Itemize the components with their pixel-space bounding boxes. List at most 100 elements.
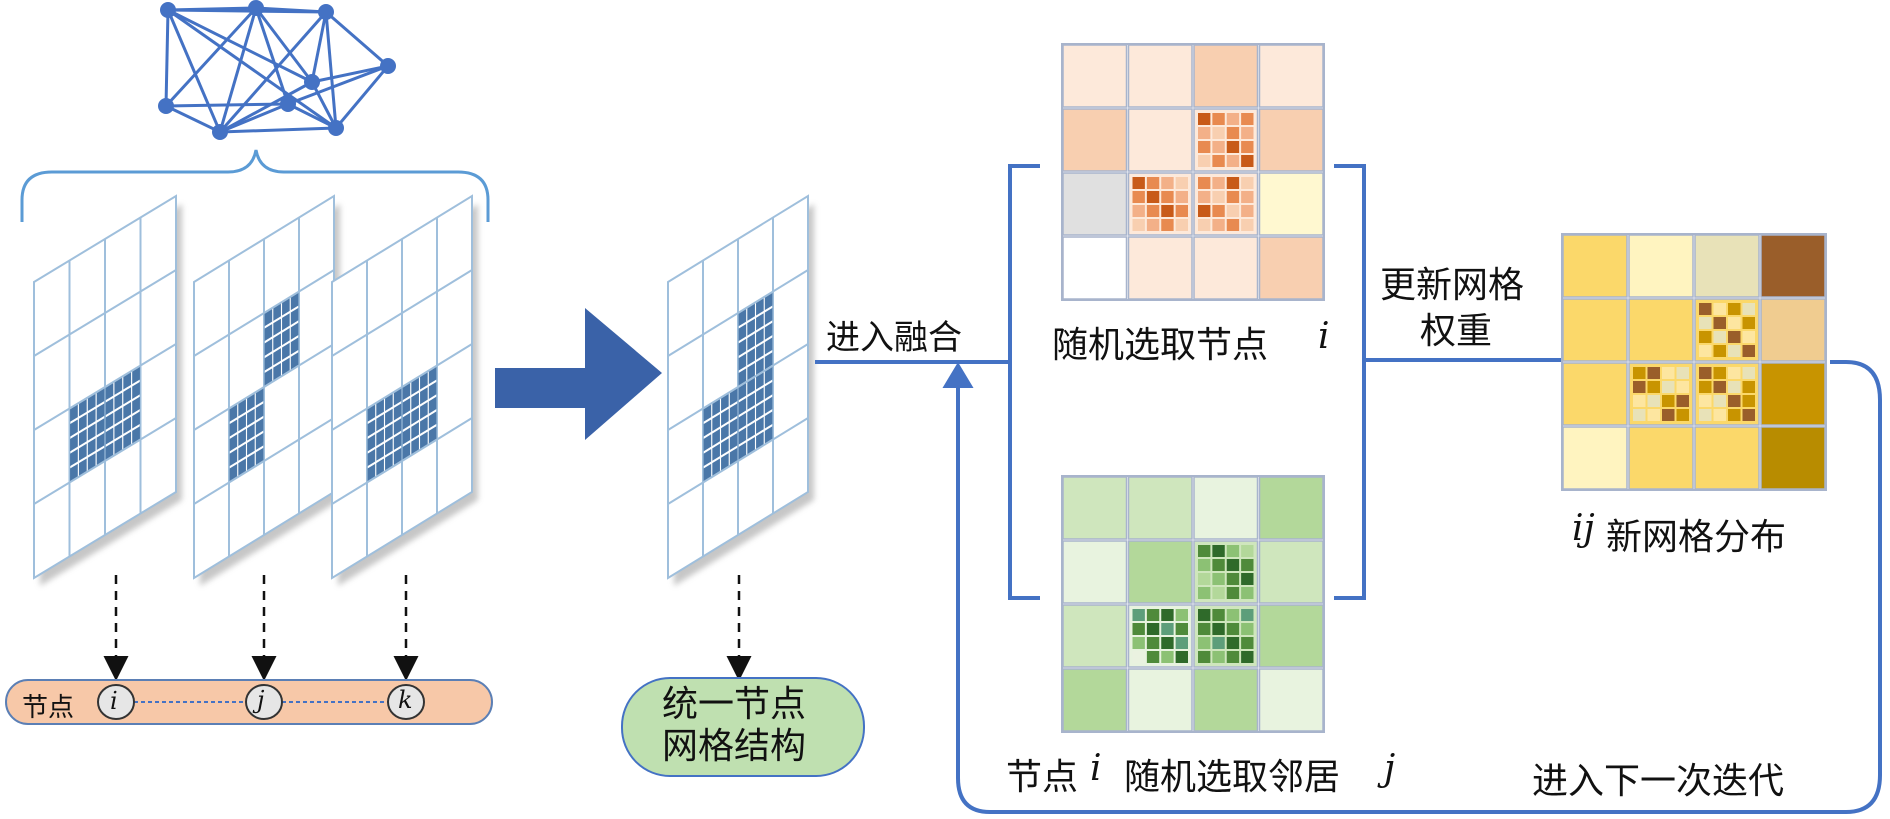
grid-cell — [764, 396, 773, 414]
heatmap-subcell — [1241, 177, 1254, 189]
heatmap-subcell — [1212, 651, 1225, 663]
heatmap-subcell — [1713, 303, 1726, 315]
heatmap-subcell — [1212, 205, 1225, 217]
heatmap-subcell — [1647, 395, 1660, 407]
grid-cell — [247, 453, 255, 471]
grid-cell — [96, 403, 105, 421]
grid-cell — [229, 419, 238, 437]
grid-cell — [78, 428, 87, 446]
grid-cell — [70, 419, 78, 437]
heatmap-subcell — [1161, 609, 1174, 621]
heatmap-cell — [1193, 44, 1259, 108]
heatmap-subcell — [1175, 177, 1188, 189]
heatmap-cell — [1062, 236, 1128, 300]
network-edge — [311, 64, 389, 84]
grid-cell — [123, 431, 132, 449]
heatmap-cell — [1628, 426, 1694, 490]
heatmap-cell — [1562, 234, 1628, 298]
heatmap-subcell — [1728, 367, 1741, 379]
heatmap-subcell — [1198, 637, 1211, 649]
grid-line — [667, 343, 809, 431]
curly-brace — [20, 149, 490, 222]
heatmap-subcell — [1742, 331, 1755, 343]
heatmap-subcell — [1146, 219, 1160, 231]
grid-cell — [290, 293, 299, 311]
heatmap-cell — [1062, 44, 1128, 108]
heatmap-subcell — [1226, 219, 1240, 231]
network-edge — [219, 102, 289, 134]
heatmap-subcell — [1241, 609, 1254, 621]
grid-cell — [721, 393, 729, 412]
heatmap-subcell — [1662, 367, 1675, 379]
heatmap-subcell — [1699, 409, 1712, 421]
heatmap-subcell — [1241, 587, 1254, 599]
grid-cell — [367, 463, 376, 481]
grid-cell — [402, 383, 411, 401]
grid-cell — [721, 408, 729, 426]
heatmap-subcell — [1226, 141, 1240, 153]
grid-cell — [87, 423, 96, 441]
heatmap-subcell — [1728, 395, 1741, 407]
heatmap-subcell — [1132, 177, 1145, 189]
heatmap-subcell — [1633, 367, 1646, 379]
heatmap-subcell — [1699, 367, 1712, 379]
grid-cell — [393, 403, 402, 421]
grid-cell — [703, 463, 712, 481]
heatmap-cell — [1062, 540, 1128, 604]
grid-cell — [756, 357, 764, 375]
grid-cell — [428, 426, 437, 444]
grid-line — [33, 343, 177, 431]
grid-cell — [290, 352, 299, 370]
network-edge — [324, 11, 338, 129]
grid-cell — [376, 443, 384, 461]
heatmap-subcell — [1198, 177, 1211, 189]
heatmap-subcell — [1132, 651, 1145, 663]
heatmap-subcell — [1226, 545, 1240, 557]
heatmap-subcell — [1212, 545, 1225, 557]
network-edge — [219, 126, 337, 134]
heatmap-subcell — [1241, 191, 1254, 203]
grid-cell — [747, 436, 755, 455]
grid-cell — [428, 411, 437, 429]
grid-cell — [96, 432, 105, 451]
heatmap-cell — [1062, 476, 1128, 540]
heatmap-subcell — [1728, 381, 1741, 393]
heatmap-cell — [1193, 668, 1259, 732]
grid-cell — [411, 436, 419, 455]
grid-cell — [747, 348, 755, 366]
grid-cell — [703, 419, 712, 437]
network-edge — [165, 102, 289, 108]
node-i-label: i — [110, 687, 118, 715]
grid-line — [667, 417, 809, 505]
grid-cell — [764, 352, 773, 370]
grid-cell — [367, 449, 376, 467]
heatmap-subcell — [1146, 623, 1160, 635]
grid-cell — [738, 353, 747, 371]
grid-cell — [385, 423, 393, 441]
grid-cell — [729, 418, 738, 436]
grid-cell — [738, 338, 747, 356]
grid-cell — [132, 381, 140, 399]
heatmap-cell — [1694, 426, 1760, 490]
grid-cell — [105, 412, 114, 430]
heatmap-subcell — [1132, 219, 1145, 231]
grid-cell — [402, 412, 411, 430]
heatmap-subcell — [1742, 395, 1755, 407]
heatmap-subcell — [1662, 381, 1675, 393]
grid-cell — [428, 367, 437, 385]
heatmap-subcell — [1742, 345, 1755, 357]
network-edge — [255, 6, 327, 14]
heatmap-cell — [1062, 604, 1128, 668]
grid-cell — [764, 411, 773, 429]
heatmap-subcell — [1647, 367, 1660, 379]
network-edge — [287, 102, 337, 130]
heatmap-subcell — [1175, 651, 1188, 663]
heatmap-cell — [1760, 362, 1826, 426]
heatmap-subcell — [1713, 367, 1726, 379]
new-grid-var: ij — [1572, 508, 1595, 549]
heatmap-subcell — [1226, 113, 1240, 125]
grid-cell — [290, 307, 299, 325]
grid-cell — [87, 453, 96, 471]
heatmap-subcell — [1713, 345, 1726, 357]
heatmap-subcell — [1662, 409, 1675, 421]
